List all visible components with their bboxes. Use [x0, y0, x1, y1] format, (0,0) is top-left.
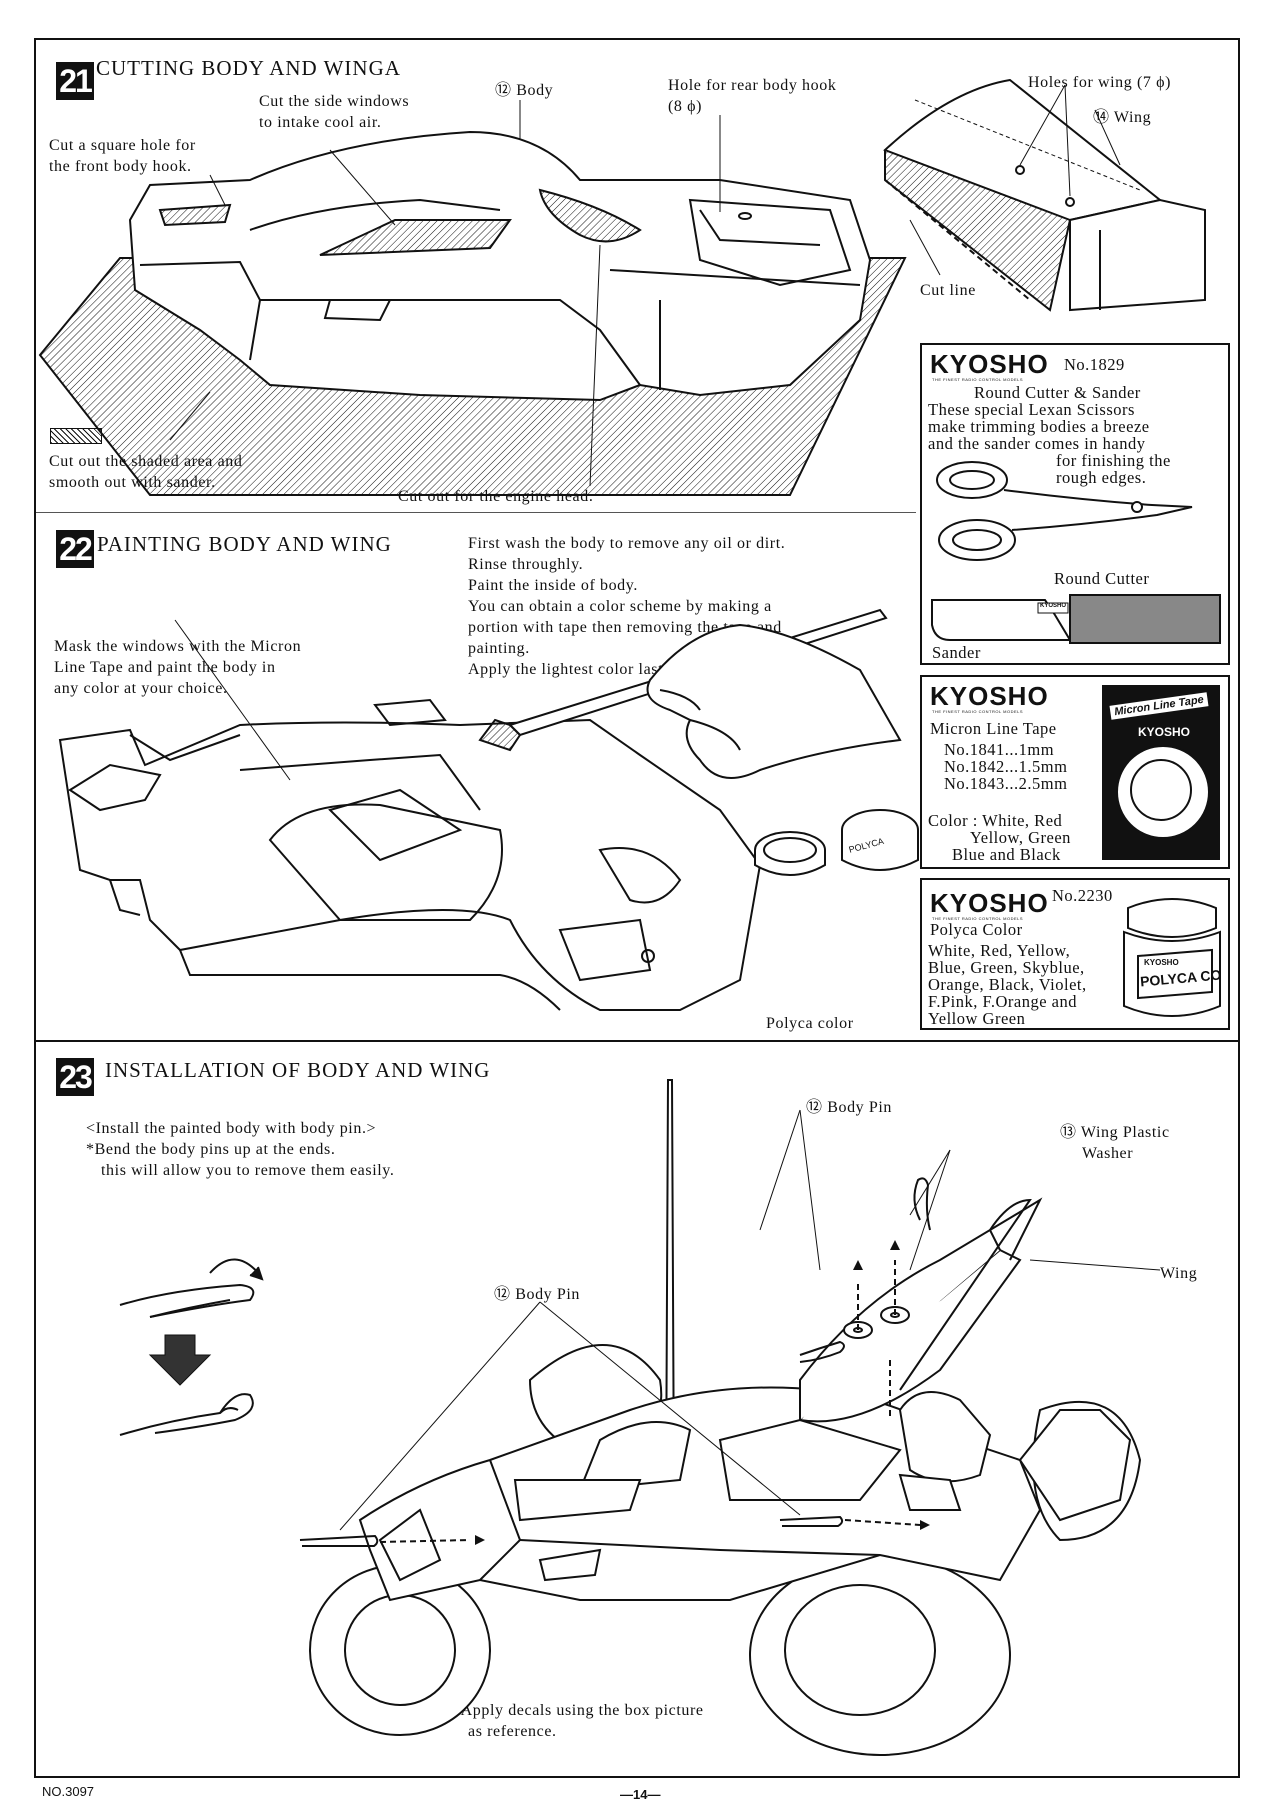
step-21-title: CUTTING BODY AND WINGA: [96, 56, 401, 80]
label-wing-install: Wing: [1160, 1265, 1198, 1282]
polyca-jar-illustration: [1123, 898, 1221, 1017]
shaded-legend-swatch: [50, 428, 102, 444]
step-22-title: PAINTING BODY AND WING: [97, 532, 392, 556]
product-name: Round Cutter & Sander: [974, 383, 1141, 402]
car-installation-illustration: [299, 1079, 1161, 1756]
painting-illustration: POLYCA: [58, 608, 919, 1011]
kyosho-tagline: THE FINEST RADIO CONTROL MODELS: [932, 916, 1024, 921]
label-body-pin-mid: ⑫ Body Pin: [494, 1286, 581, 1303]
sander-illustration: [931, 594, 1221, 644]
label-cut-line: Cut line: [920, 282, 976, 299]
step-21-number: 21: [56, 62, 94, 100]
sander-stamp: KYOSHO: [1040, 603, 1067, 609]
product-name: Micron Line Tape: [930, 719, 1057, 738]
pin-bending-illustration: [119, 1258, 264, 1436]
label-rear-hook: Hole for rear body hook(8 ϕ): [668, 77, 837, 115]
kyosho-logo: KYOSHO: [930, 349, 1049, 379]
kyosho-tagline: THE FINEST RADIO CONTROL MODELS: [932, 709, 1024, 714]
label-sander: Sander: [932, 643, 981, 662]
label-round-cutter: Round Cutter: [1054, 569, 1150, 588]
decal-note: *Apply decals using the box picture as r…: [452, 1702, 704, 1740]
kyosho-logo: KYOSHO: [930, 888, 1049, 918]
painting-instructions: First wash the body to remove any oil or…: [468, 535, 786, 678]
step-22-number: 22: [56, 530, 94, 568]
product-number: No.1829: [1064, 355, 1125, 374]
page-frame: [34, 38, 1240, 1778]
label-polyca-color: Polyca color: [766, 1015, 854, 1032]
tape-colors: Color : White, Red Yellow, Green Blue an…: [928, 811, 1071, 864]
product-name: Polyca Color: [930, 920, 1023, 939]
divider-22-23: [36, 1040, 1238, 1042]
step-23-number: 23: [56, 1058, 94, 1096]
leader-body-pin-top: [759, 1109, 801, 1231]
kyosho-logo: KYOSHO: [930, 681, 1049, 711]
body-cutting-illustration: [38, 100, 907, 496]
step-23-title: INSTALLATION OF BODY AND WING: [105, 1058, 491, 1082]
page-number: —14—: [620, 1787, 661, 1802]
tape-roll: [1116, 745, 1210, 839]
product-number: No.2230: [1052, 886, 1113, 905]
tape-package: Micron Line Tape KYOSHO: [1102, 685, 1220, 860]
tape-sizes: No.1841...1mm No.1842...1.5mm No.1843...…: [944, 740, 1068, 793]
label-body-part: ⑫ Body: [495, 82, 554, 99]
label-wing-part: ⑭ Wing: [1093, 109, 1152, 126]
label-body-pin-top: ⑫ Body Pin: [806, 1099, 893, 1116]
label-wing-washer: ⑬ Wing Plastic Washer: [1060, 1124, 1170, 1162]
jar-brand: KYOSHO: [1144, 958, 1179, 967]
product-description: These special Lexan Scissors make trimmi…: [928, 400, 1171, 487]
installation-notes: <Install the painted body with body pin.…: [86, 1120, 395, 1179]
product-box-polyca: KYOSHO THE FINEST RADIO CONTROL MODELS N…: [920, 878, 1230, 1030]
tape-package-title: Micron Line Tape: [1109, 692, 1209, 720]
polyca-colors: White, Red, Yellow, Blue, Green, Skyblue…: [928, 941, 1087, 1028]
mask-note: Mask the windows with the Micron Line Ta…: [54, 638, 302, 697]
product-box-tape: KYOSHO THE FINEST RADIO CONTROL MODELS M…: [920, 675, 1230, 869]
scissors-illustration: [936, 461, 1193, 561]
down-arrow-icon: [148, 1334, 212, 1386]
kyosho-tagline: THE FINEST RADIO CONTROL MODELS: [932, 377, 1024, 382]
product-box-cutter: KYOSHO THE FINEST RADIO CONTROL MODELS N…: [920, 343, 1230, 665]
tape-package-brand: KYOSHO: [1138, 725, 1191, 739]
divider-21-22: [36, 512, 916, 513]
document-number: NO.3097: [42, 1784, 95, 1799]
wing-cutting-illustration: [883, 78, 1206, 312]
